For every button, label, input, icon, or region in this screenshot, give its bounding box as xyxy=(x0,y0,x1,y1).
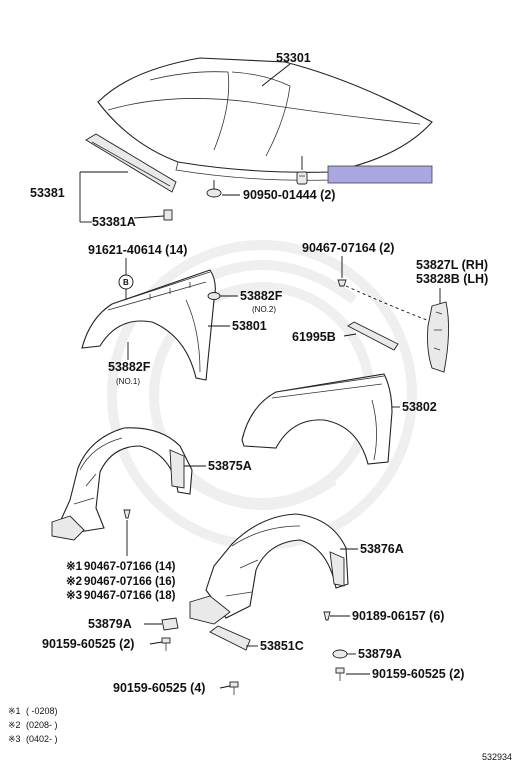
bracket-lower-note: (NO.1) xyxy=(116,377,140,386)
rivet-symbol: B xyxy=(123,278,129,287)
liner-front-label: 53875A xyxy=(208,459,252,473)
highlight-box xyxy=(327,165,433,184)
clip-v1-mark: ※1 xyxy=(66,560,83,573)
clip-v2-mark: ※2 xyxy=(66,575,82,588)
clip-v1-label: 90467-07166 (14) xyxy=(84,561,176,573)
screw-right-label: 90159-60525 (2) xyxy=(372,667,464,681)
rivet-label: 91621-40614 (14) xyxy=(88,243,187,257)
hood-seal-clip-label: 53381A xyxy=(92,215,136,229)
fender-left-label: 53801 xyxy=(232,319,267,333)
clip-right-icon xyxy=(323,611,331,621)
fender-right-drawing xyxy=(241,373,393,465)
shield-left-label: 53879A xyxy=(88,617,132,631)
liner-front-drawing xyxy=(51,427,193,541)
screw-left-icon xyxy=(161,637,171,651)
clip-top-icon xyxy=(337,279,347,287)
legend-range-2: (0208- ) xyxy=(26,720,58,730)
grommet-drawing xyxy=(206,171,308,198)
splash-shield-label: 53851C xyxy=(260,639,304,653)
hood-drawing xyxy=(97,57,433,181)
bracket-upper-note: (NO.2) xyxy=(252,305,276,314)
fender-right-label: 53802 xyxy=(402,400,437,414)
diagram-id: 532934 xyxy=(482,752,512,762)
hood-seal-drawing xyxy=(85,133,177,221)
legend-range-1: ( -0208) xyxy=(26,706,58,716)
liner-clip-icon xyxy=(123,509,131,519)
clip-v2-label: 90467-07166 (16) xyxy=(84,576,176,588)
bracket-lower-label: 53882F xyxy=(108,360,151,374)
clip-right-label: 90189-06157 (6) xyxy=(352,609,444,623)
legend-range-3: (0402- ) xyxy=(26,734,58,744)
side-seal-lh-label: 53828B (LH) xyxy=(416,272,488,286)
legend-mark-2: ※2 xyxy=(8,720,21,730)
grommet-label: 90950-01444 (2) xyxy=(243,188,335,202)
fender-seal-drawing xyxy=(347,321,399,351)
screw-right-icon xyxy=(335,667,345,681)
screw-bottom-label: 90159-60525 (4) xyxy=(113,681,205,695)
clip-top-label: 90467-07164 (2) xyxy=(302,241,394,255)
fender-left-drawing xyxy=(81,269,216,381)
clip-v3-mark: ※3 xyxy=(66,589,82,602)
legend-mark-1: ※1 xyxy=(8,706,21,716)
legend-mark-3: ※3 xyxy=(8,734,21,744)
shield-left-icon xyxy=(161,617,179,631)
fender-seal-label: 61995B xyxy=(292,330,336,344)
bracket-upper-icon xyxy=(207,292,221,300)
clip-v3-label: 90467-07166 (18) xyxy=(84,590,176,602)
hood-seal-label: 53381 xyxy=(30,186,65,200)
side-seal-rh-label: 53827L (RH) xyxy=(416,258,488,272)
shield-right-icon xyxy=(332,649,348,659)
screw-bottom-icon xyxy=(229,681,239,695)
screw-left-label: 90159-60525 (2) xyxy=(42,637,134,651)
liner-rear-label: 53876A xyxy=(360,542,404,556)
shield-right-label: 53879A xyxy=(358,647,402,661)
splash-shield-drawing xyxy=(209,625,251,651)
hood-label: 53301 xyxy=(276,51,311,65)
liner-rear-drawing xyxy=(189,513,349,625)
side-seal-drawing xyxy=(427,301,450,373)
bracket-upper-label: 53882F xyxy=(240,289,283,303)
